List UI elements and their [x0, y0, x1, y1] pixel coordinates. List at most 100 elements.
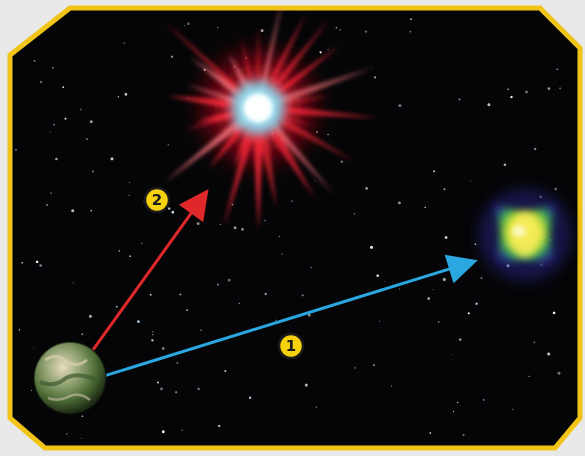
- star-dot: [374, 76, 376, 78]
- star-dot: [427, 297, 430, 300]
- star-dot: [184, 25, 185, 26]
- star-dot: [510, 96, 512, 98]
- star-dot: [371, 66, 372, 67]
- star-dot: [315, 181, 316, 182]
- star-dot: [241, 228, 244, 231]
- star-dot: [281, 253, 283, 255]
- star-dot: [217, 27, 218, 28]
- star-dot: [89, 315, 92, 318]
- star-dot: [354, 213, 355, 214]
- star-dot: [459, 98, 461, 100]
- star-dot: [249, 397, 251, 399]
- star-dot: [168, 144, 169, 145]
- star-dot: [327, 49, 328, 50]
- star-dot: [118, 96, 120, 98]
- marker-badge-2: 2: [145, 188, 169, 212]
- star-dot: [86, 138, 88, 140]
- star-dot: [341, 160, 344, 163]
- star-dot: [66, 433, 67, 434]
- star-dot: [125, 93, 128, 96]
- star-dot: [168, 207, 170, 209]
- star-dot: [365, 30, 367, 32]
- star-dot: [52, 67, 54, 69]
- star-dot: [15, 149, 17, 151]
- star-dot: [261, 29, 264, 32]
- star-dot: [379, 321, 380, 322]
- star-dot: [81, 438, 82, 439]
- star-dot: [376, 274, 379, 277]
- star-dot: [141, 243, 142, 244]
- marker-label-2: 2: [152, 191, 162, 209]
- star-dot: [468, 312, 470, 314]
- star-dot: [116, 306, 118, 308]
- star-dot: [279, 236, 280, 237]
- star-dot: [432, 289, 433, 290]
- star-dot: [327, 134, 328, 135]
- star-dot: [443, 278, 446, 281]
- star-dot: [33, 347, 34, 348]
- star-dot: [157, 382, 159, 384]
- star-dot: [197, 222, 200, 225]
- star-dot: [90, 120, 93, 123]
- star-dot: [73, 282, 74, 283]
- star-dot: [39, 264, 42, 267]
- star-dot: [50, 132, 51, 133]
- star-dot: [181, 430, 182, 431]
- star-dot: [176, 362, 178, 364]
- star-dot: [90, 210, 92, 212]
- star-dot: [239, 303, 240, 304]
- marker-badge-1: 1: [279, 334, 303, 358]
- star-dot: [548, 87, 551, 90]
- star-dot: [82, 415, 84, 417]
- star-dot: [320, 51, 322, 53]
- star-dot: [336, 27, 338, 29]
- star-dot: [534, 148, 536, 150]
- star-dot: [398, 202, 401, 205]
- star-dot: [162, 347, 165, 350]
- star-dot: [558, 372, 561, 375]
- star-dot: [171, 211, 174, 214]
- star-dot: [50, 192, 52, 194]
- star-dot: [302, 294, 304, 296]
- planet: [34, 342, 106, 414]
- star-dot: [399, 289, 400, 290]
- star-dot: [487, 103, 490, 106]
- marker-label-1: 1: [286, 337, 296, 355]
- star-dot: [339, 29, 341, 31]
- star-dot: [264, 293, 266, 295]
- star-dot: [391, 385, 392, 386]
- star-dot: [504, 163, 507, 166]
- green-nebula: [479, 189, 571, 281]
- star-dot: [129, 182, 130, 183]
- star-dot: [64, 118, 66, 120]
- star-dot: [399, 104, 402, 107]
- star-dot: [232, 204, 234, 206]
- star-dot: [124, 42, 125, 43]
- star-dot: [80, 109, 82, 111]
- star-dot: [475, 303, 477, 305]
- star-dot: [175, 391, 177, 393]
- star-dot: [453, 411, 454, 412]
- star-dot: [31, 390, 32, 391]
- star-dot: [150, 294, 152, 296]
- star-dot: [553, 312, 556, 315]
- star-dot: [19, 329, 20, 330]
- star-dot: [512, 409, 513, 410]
- star-dot: [463, 434, 465, 436]
- star-dot: [62, 86, 64, 88]
- star-dot: [438, 321, 439, 322]
- star-dot: [483, 399, 485, 401]
- star-dot: [525, 91, 528, 94]
- star-dot: [480, 277, 482, 279]
- star-dot: [200, 329, 202, 331]
- star-dot: [424, 207, 426, 209]
- star-dot: [34, 60, 36, 62]
- star-dot: [152, 331, 153, 332]
- star-dot: [228, 279, 231, 282]
- star-dot: [291, 200, 292, 201]
- star-dot: [410, 18, 412, 20]
- star-dot: [46, 204, 48, 206]
- star-dot: [234, 226, 237, 229]
- star-dot: [429, 432, 431, 434]
